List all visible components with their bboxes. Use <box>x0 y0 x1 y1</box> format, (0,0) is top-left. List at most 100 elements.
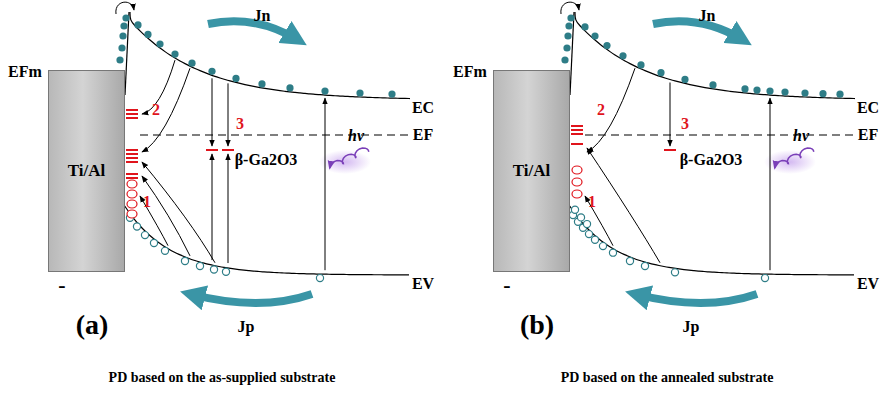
hole-circle <box>671 269 678 276</box>
capture-arrow <box>142 68 190 152</box>
metal-contact: Ti/Al <box>493 70 570 272</box>
hole-circle <box>196 262 203 269</box>
electron-dot <box>119 32 126 39</box>
interface-trap <box>126 177 138 179</box>
polarity-sign: - <box>503 274 510 296</box>
hole-circle <box>641 262 648 269</box>
interface-trap <box>126 117 138 119</box>
electron-dot <box>258 80 265 87</box>
callout-number: 1 <box>143 194 151 210</box>
photon-glow <box>319 150 371 174</box>
hole-circle <box>585 231 592 238</box>
electron-dot <box>819 90 826 97</box>
electron-dot <box>836 91 843 98</box>
electron-dot <box>564 32 571 39</box>
valence-band <box>569 205 854 275</box>
band-label: EC <box>412 100 434 116</box>
tunnel-arrow <box>116 2 134 14</box>
electron-dot <box>766 87 773 94</box>
hole-circle <box>222 268 229 275</box>
interface-trap <box>571 133 583 135</box>
material-label: β-Ga2O3 <box>235 152 298 168</box>
electron-dot <box>657 69 664 76</box>
callout-number: 2 <box>152 102 160 118</box>
trap-arrow <box>212 78 213 146</box>
hole-circle <box>571 206 578 213</box>
photon-wave <box>775 148 814 168</box>
hole-current-arrow <box>635 294 757 303</box>
hole-circle <box>141 232 148 239</box>
electron-dot <box>567 14 574 21</box>
interface-trap <box>126 149 138 151</box>
filled-trap <box>127 210 137 218</box>
electron-dot <box>122 14 129 21</box>
electron-dot <box>753 86 760 93</box>
contact-label: Ti/Al <box>513 161 550 181</box>
electron-dot <box>741 85 748 92</box>
callout-number: 3 <box>681 116 689 132</box>
electron-dot <box>637 61 644 68</box>
filled-trap <box>572 166 582 174</box>
contact-label: Ti/Al <box>68 161 105 181</box>
electron-dot <box>681 76 688 83</box>
electron-current-arrow <box>208 21 298 40</box>
hole-current-arrow <box>190 294 312 303</box>
trap-arrow <box>228 83 229 146</box>
electron-dot <box>561 56 568 63</box>
electron-dot <box>563 44 570 51</box>
electron-dot <box>134 21 141 28</box>
interface-trap <box>571 125 583 127</box>
electron-dot <box>208 68 215 75</box>
generation-arrow <box>770 98 771 270</box>
filled-trap <box>127 180 137 188</box>
polarity-sign: - <box>58 274 65 296</box>
hole-circle <box>761 275 768 282</box>
electron-dot <box>565 22 572 29</box>
hole-circle <box>583 220 590 227</box>
band-label: EF <box>413 127 433 143</box>
electron-dot <box>116 56 123 63</box>
electron-dot <box>356 89 363 96</box>
interface-trap <box>571 143 583 145</box>
trap-arrow <box>670 82 671 146</box>
electron-dot <box>591 33 598 40</box>
hole-circle <box>133 223 140 230</box>
electron-dot <box>781 88 788 95</box>
capture-arrow <box>142 162 215 263</box>
callout-number: 2 <box>597 102 605 118</box>
hole-circle <box>577 214 584 221</box>
conduction-band <box>575 12 855 99</box>
band-label: EC <box>857 100 879 116</box>
electron-dot <box>156 40 163 47</box>
electron-dot <box>188 60 195 67</box>
material-label: β-Ga2O3 <box>680 152 743 168</box>
electron-dot <box>619 52 626 59</box>
filled-trap <box>127 190 137 198</box>
current-label: Jn <box>254 8 271 24</box>
hole-circle <box>210 266 217 273</box>
current-label: Jn <box>699 8 716 24</box>
interface-trap <box>126 173 138 175</box>
trap-arrow <box>212 154 213 260</box>
hole-circle <box>316 275 323 282</box>
hole-circle <box>626 257 633 264</box>
current-label: Jp <box>683 319 700 335</box>
electron-dot <box>286 84 293 91</box>
panel-label: (b) <box>520 311 554 339</box>
capture-arrow <box>587 148 660 263</box>
band-label: EV <box>412 276 434 292</box>
electron-current-arrow <box>653 21 743 40</box>
callout-number: 3 <box>236 116 244 132</box>
electron-dot <box>120 22 127 29</box>
band-label: EF <box>858 127 878 143</box>
hole-circle <box>591 236 598 243</box>
current-label: Jp <box>238 319 255 335</box>
fermi-level-metal: EFm <box>8 64 42 80</box>
electron-dot <box>118 44 125 51</box>
band-label: EV <box>857 276 879 292</box>
capture-arrow <box>142 176 190 256</box>
metal-contact: Ti/Al <box>48 70 125 272</box>
photon-wave <box>330 148 369 168</box>
